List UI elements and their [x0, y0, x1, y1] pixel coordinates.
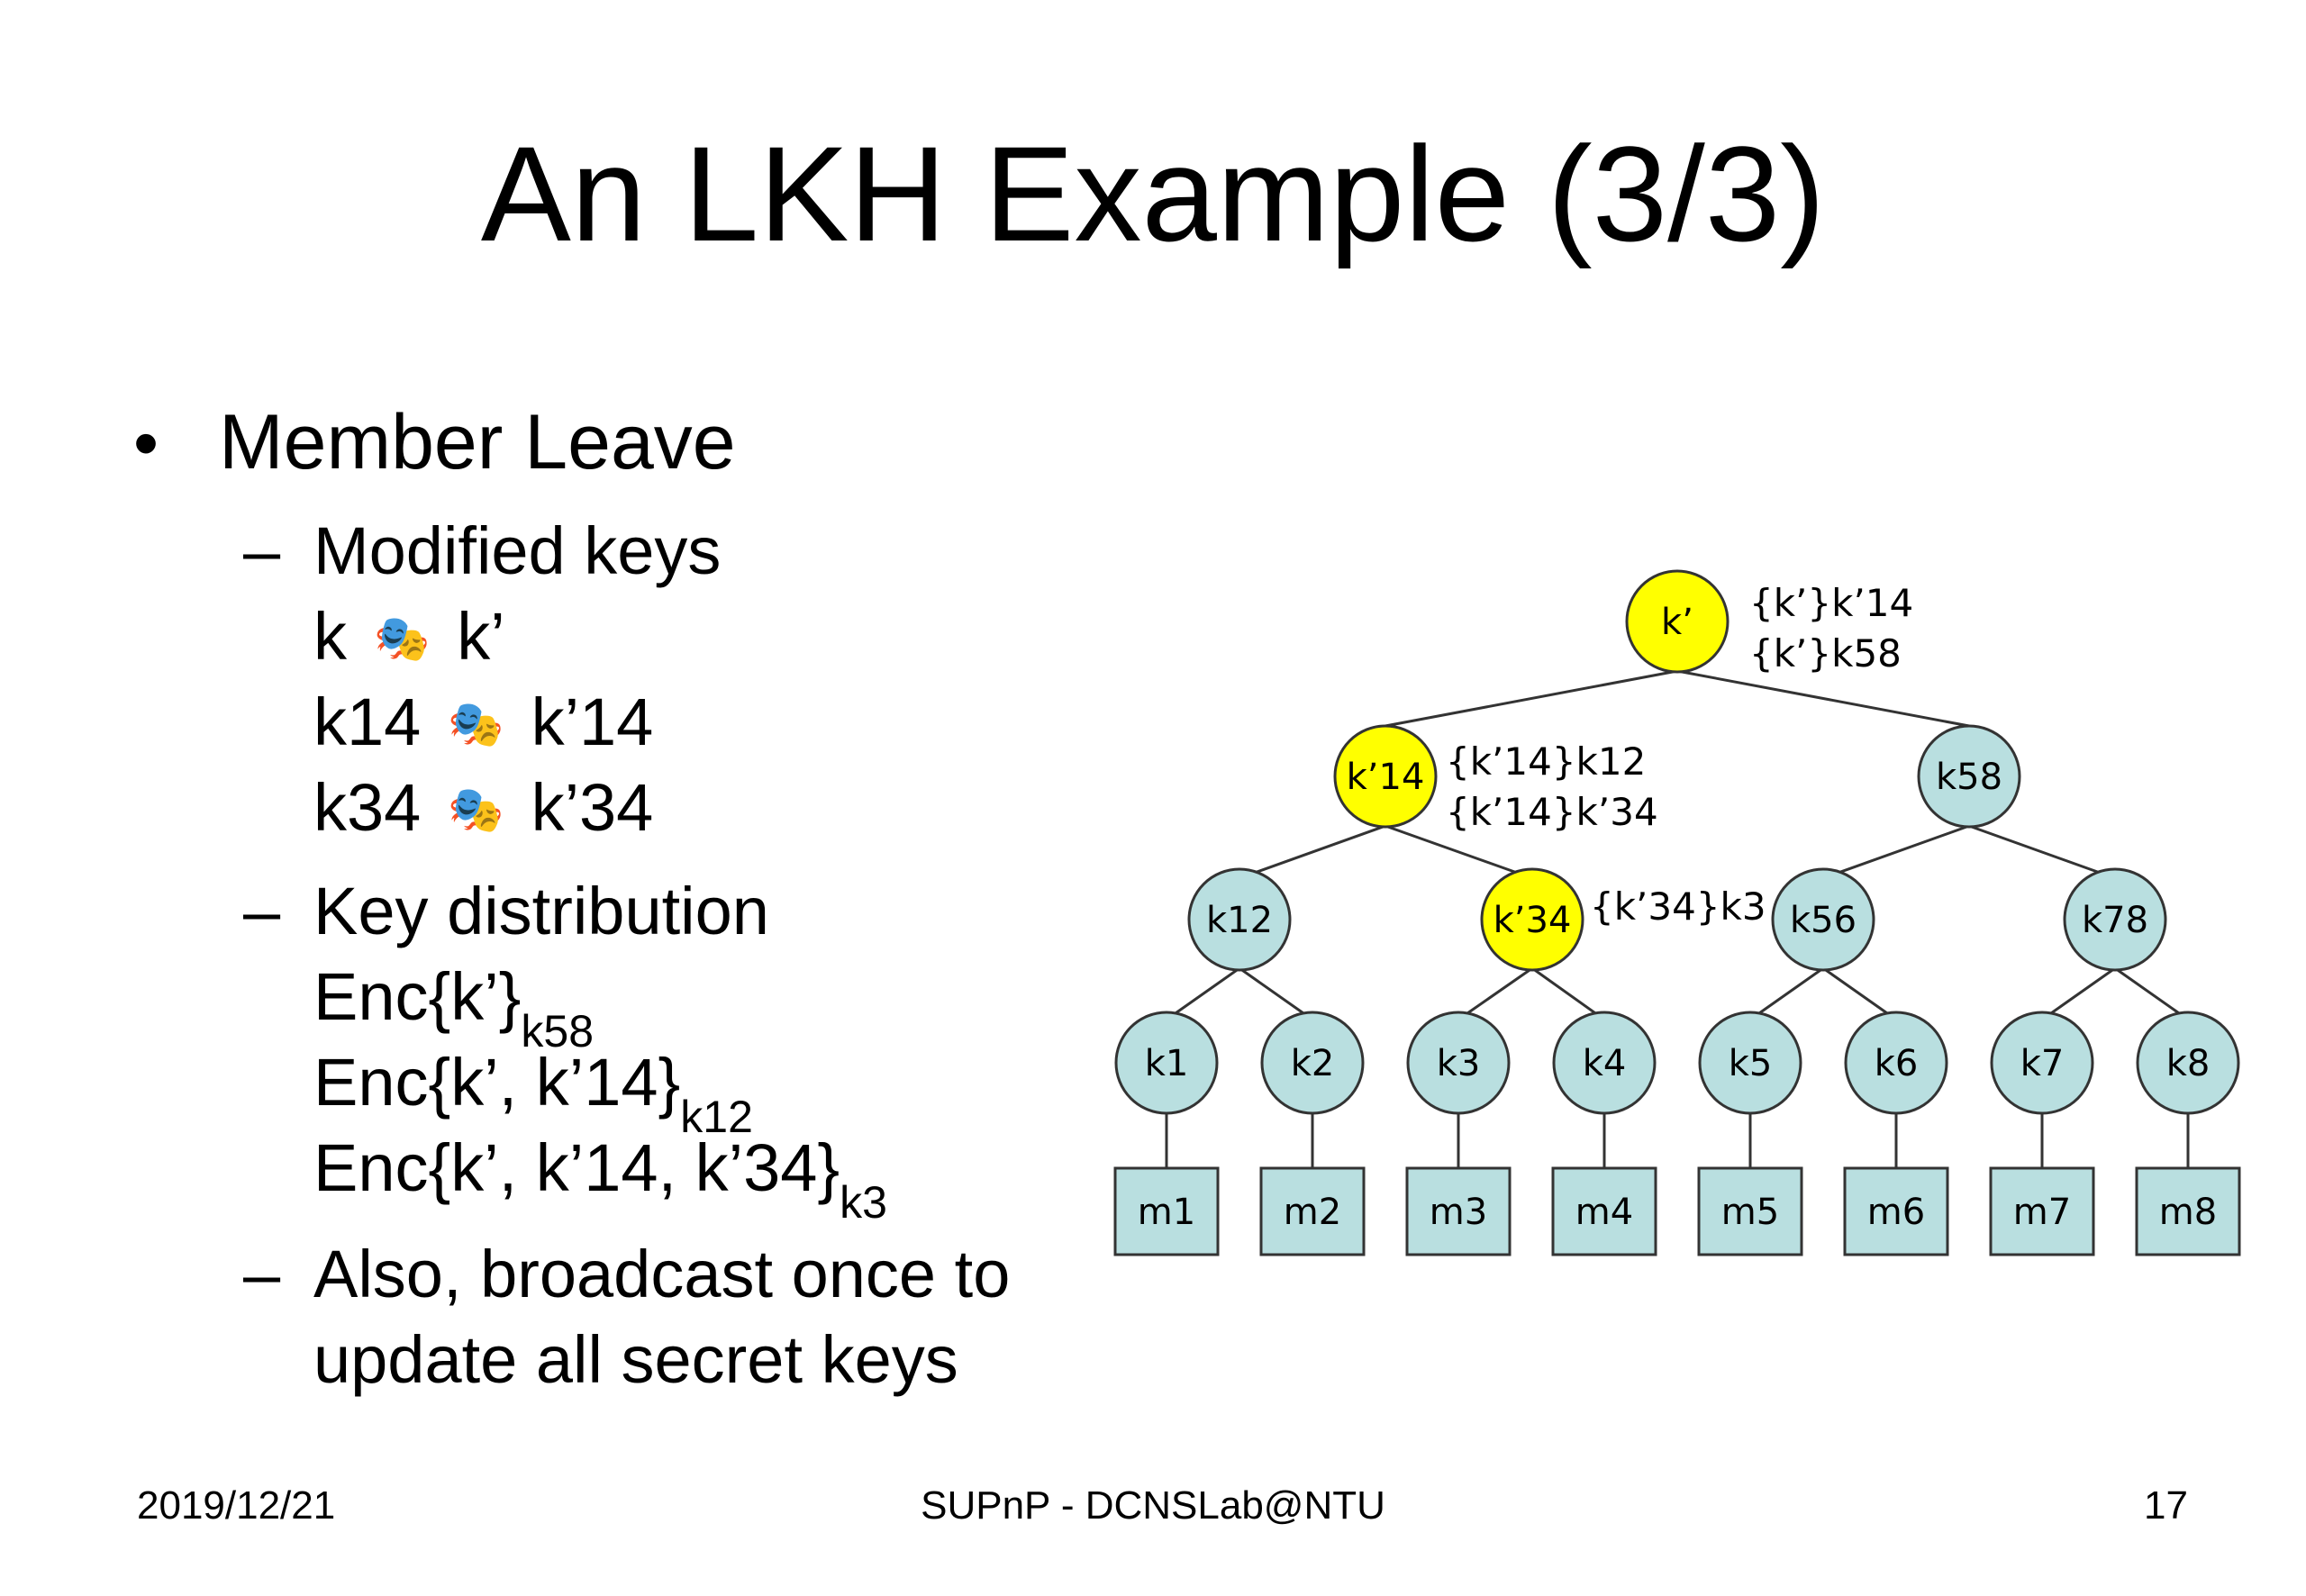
member-label: m5: [1721, 1192, 1779, 1233]
rekey-annotation: {k’14}k’34: [1446, 790, 1658, 834]
distribution-row: Enc{k’, k’14, k’34}k3: [313, 1135, 887, 1226]
tree-node-label: k78: [2082, 900, 2148, 941]
tree-node-k3: [1406, 1011, 1511, 1115]
sub-bullet-marker: –: [243, 513, 281, 588]
member-label: m3: [1430, 1192, 1487, 1233]
member-label: m2: [1284, 1192, 1341, 1233]
tree-node-label: k12: [1206, 900, 1273, 941]
tree-node-label: k’34: [1493, 900, 1572, 941]
enc-key-subscript: k12: [680, 1092, 753, 1142]
tree-node-label: k2: [1291, 1043, 1335, 1084]
tree-node-label: k’14: [1347, 757, 1425, 798]
tree-node-label: k56: [1790, 900, 1857, 941]
old-key: k14: [313, 685, 422, 759]
enc-text: Enc{k’}: [313, 959, 522, 1034]
tree-node-k34: [1480, 867, 1584, 972]
tree-node-k78: [2063, 867, 2167, 972]
enc-key-subscript: k3: [840, 1177, 887, 1228]
tree-node-label: k6: [1875, 1043, 1919, 1084]
member-label: m8: [2159, 1192, 2217, 1233]
tree-node-k12: [1187, 867, 1292, 972]
old-key: k: [313, 599, 347, 674]
enc-text: Enc{k’, k’14, k’34}: [313, 1130, 840, 1205]
tree-node-k8: [2136, 1011, 2240, 1115]
enc-text: Enc{k’, k’14}: [313, 1045, 681, 1120]
tree-node-label: k1: [1145, 1043, 1189, 1084]
masks-icon: 🎭: [374, 613, 431, 664]
modified-key-row: k14🎭k’14: [313, 689, 653, 756]
enc-key-subscript: k58: [521, 1006, 595, 1056]
footer-page-number: 17: [2144, 1483, 2188, 1528]
key-distribution-heading: Key distribution: [313, 874, 769, 948]
member-box: [2135, 1166, 2241, 1256]
tree-edges: [1165, 669, 2190, 1168]
tree-node-k2: [1260, 1011, 1365, 1115]
tree-node-k6: [1844, 1011, 1948, 1115]
old-key: k34: [313, 770, 422, 845]
tree-node-k7: [1990, 1011, 2094, 1115]
tree-node-root-label: k’: [1661, 602, 1693, 643]
rekey-annotation: {k’14}k12: [1446, 739, 1646, 784]
new-key: k’: [457, 599, 505, 674]
member-box: [1551, 1166, 1657, 1256]
member-box: [1989, 1166, 2095, 1256]
masks-icon: 🎭: [448, 699, 504, 749]
broadcast-line-2: update all secret keys: [313, 1322, 958, 1397]
member-box: [1697, 1166, 1803, 1256]
distribution-row: Enc{k’, k’14}k12: [313, 1049, 753, 1140]
sub-bullet-marker: –: [243, 874, 281, 948]
modified-key-row: k🎭k’: [313, 603, 505, 670]
tree-node-root: [1625, 569, 1730, 674]
tree-node-k1: [1114, 1011, 1219, 1115]
member-label: m4: [1575, 1192, 1633, 1233]
member-label: m1: [1138, 1192, 1195, 1233]
rekey-annotation: {k’}k58: [1749, 631, 1902, 676]
tree-node-k58: [1917, 724, 2021, 829]
member-box: [1113, 1166, 1220, 1256]
tree-node-k14: [1333, 724, 1438, 829]
footer-date: 2019/12/21: [137, 1483, 336, 1528]
modified-key-row: k34🎭k’34: [313, 775, 653, 841]
member-box: [1843, 1166, 1949, 1256]
masks-icon: 🎭: [448, 784, 504, 835]
tree-node-label: k4: [1583, 1043, 1627, 1084]
tree-node-k4: [1552, 1011, 1657, 1115]
rekey-annotation: {k’34}k3: [1590, 884, 1766, 929]
tree-node-label: k3: [1437, 1043, 1481, 1084]
tree-node-k56: [1771, 867, 1875, 972]
bullet-marker: •: [133, 403, 159, 483]
tree-node-label: k7: [2020, 1043, 2065, 1084]
member-label: m6: [1867, 1192, 1925, 1233]
slide-title: An LKH Example (3/3): [480, 118, 1826, 269]
member-box: [1405, 1166, 1512, 1256]
tree-node-k5: [1698, 1011, 1802, 1115]
member-label: m7: [2013, 1192, 2071, 1233]
member-box: [1259, 1166, 1366, 1256]
footer-center: SUPnP - DCNSLab@NTU: [921, 1483, 1385, 1528]
distribution-row: Enc{k’}k58: [313, 964, 594, 1055]
tree-node-label: k8: [2166, 1043, 2211, 1084]
new-key: k’14: [531, 685, 654, 759]
tree-node-label: k5: [1729, 1043, 1773, 1084]
broadcast-line-1: Also, broadcast once to: [313, 1237, 1011, 1311]
new-key: k’34: [531, 770, 654, 845]
bullet-member-leave: Member Leave: [219, 399, 736, 485]
modified-keys-heading: Modified keys: [313, 513, 722, 588]
tree-node-label: k58: [1936, 757, 2002, 798]
sub-bullet-marker: –: [243, 1237, 281, 1311]
rekey-annotation: {k’}k’14: [1749, 581, 1913, 625]
